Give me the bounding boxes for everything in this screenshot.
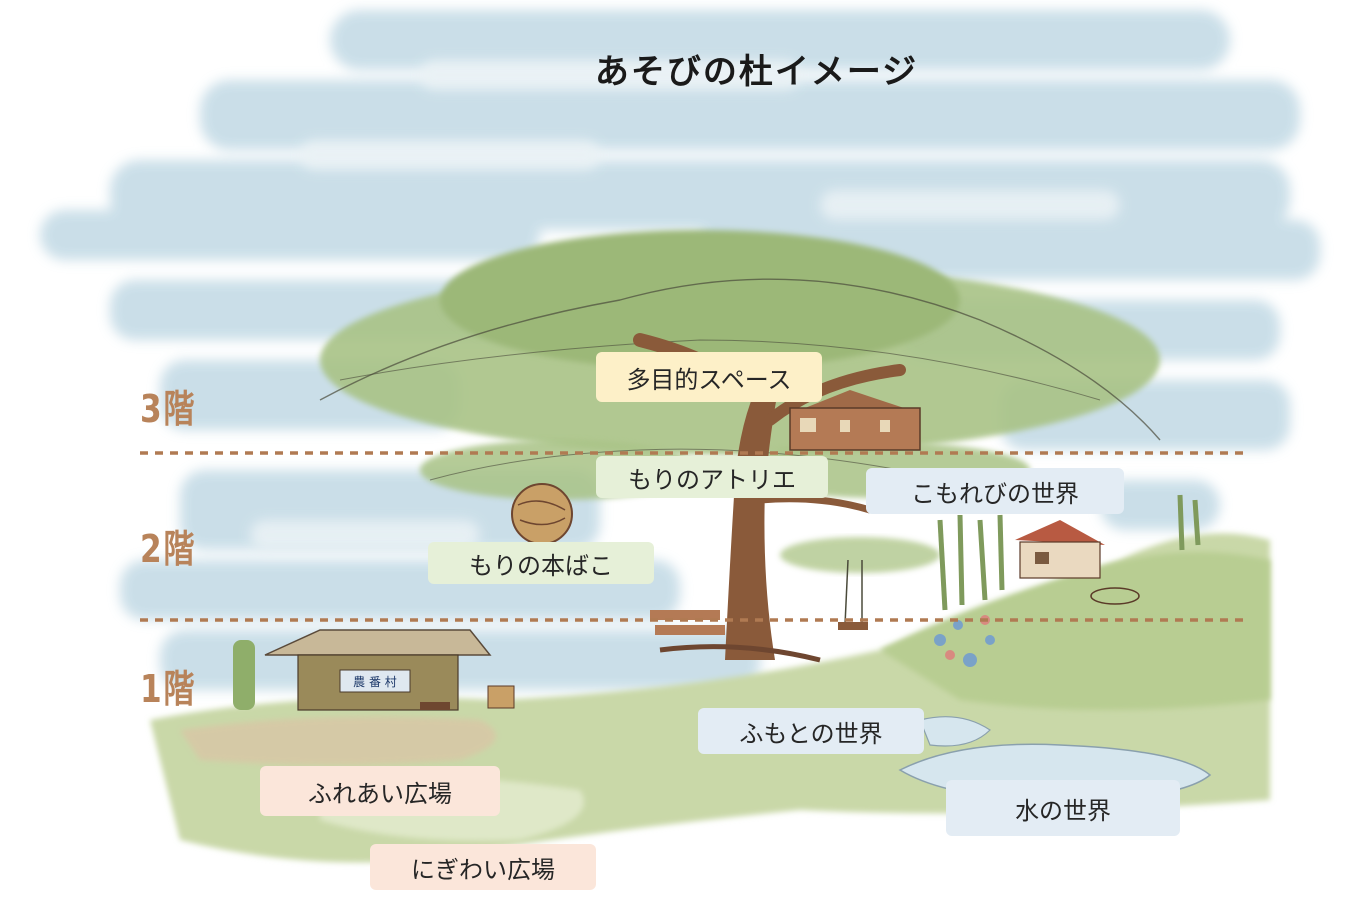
zone-mizu: 水の世界	[946, 780, 1180, 836]
floor-label-2: 2階	[140, 527, 197, 571]
zone-fumoto: ふもとの世界	[698, 708, 924, 754]
floor-dividers	[140, 451, 1250, 622]
zone-nigiwai: にぎわい広場	[370, 844, 596, 890]
zone-atelier: もりのアトリエ	[596, 456, 828, 498]
hut-sign: 農 番 村	[353, 675, 397, 689]
swing	[838, 559, 868, 630]
page-title: あそびの杜イメージ	[594, 52, 919, 92]
zone-tamokuteki: 多目的スペース	[596, 352, 822, 402]
zone-fureai: ふれあい広場	[260, 766, 500, 816]
floor-label-3: 3階	[140, 387, 197, 431]
nest	[511, 483, 573, 545]
hill-house	[934, 494, 1201, 667]
zone-komorebi: こもれびの世界	[866, 468, 1124, 514]
farm-hut	[233, 629, 515, 711]
zone-honbako: もりの本ばこ	[428, 542, 654, 584]
floor-label-1: 1階	[140, 667, 197, 711]
treehouse	[650, 390, 921, 635]
